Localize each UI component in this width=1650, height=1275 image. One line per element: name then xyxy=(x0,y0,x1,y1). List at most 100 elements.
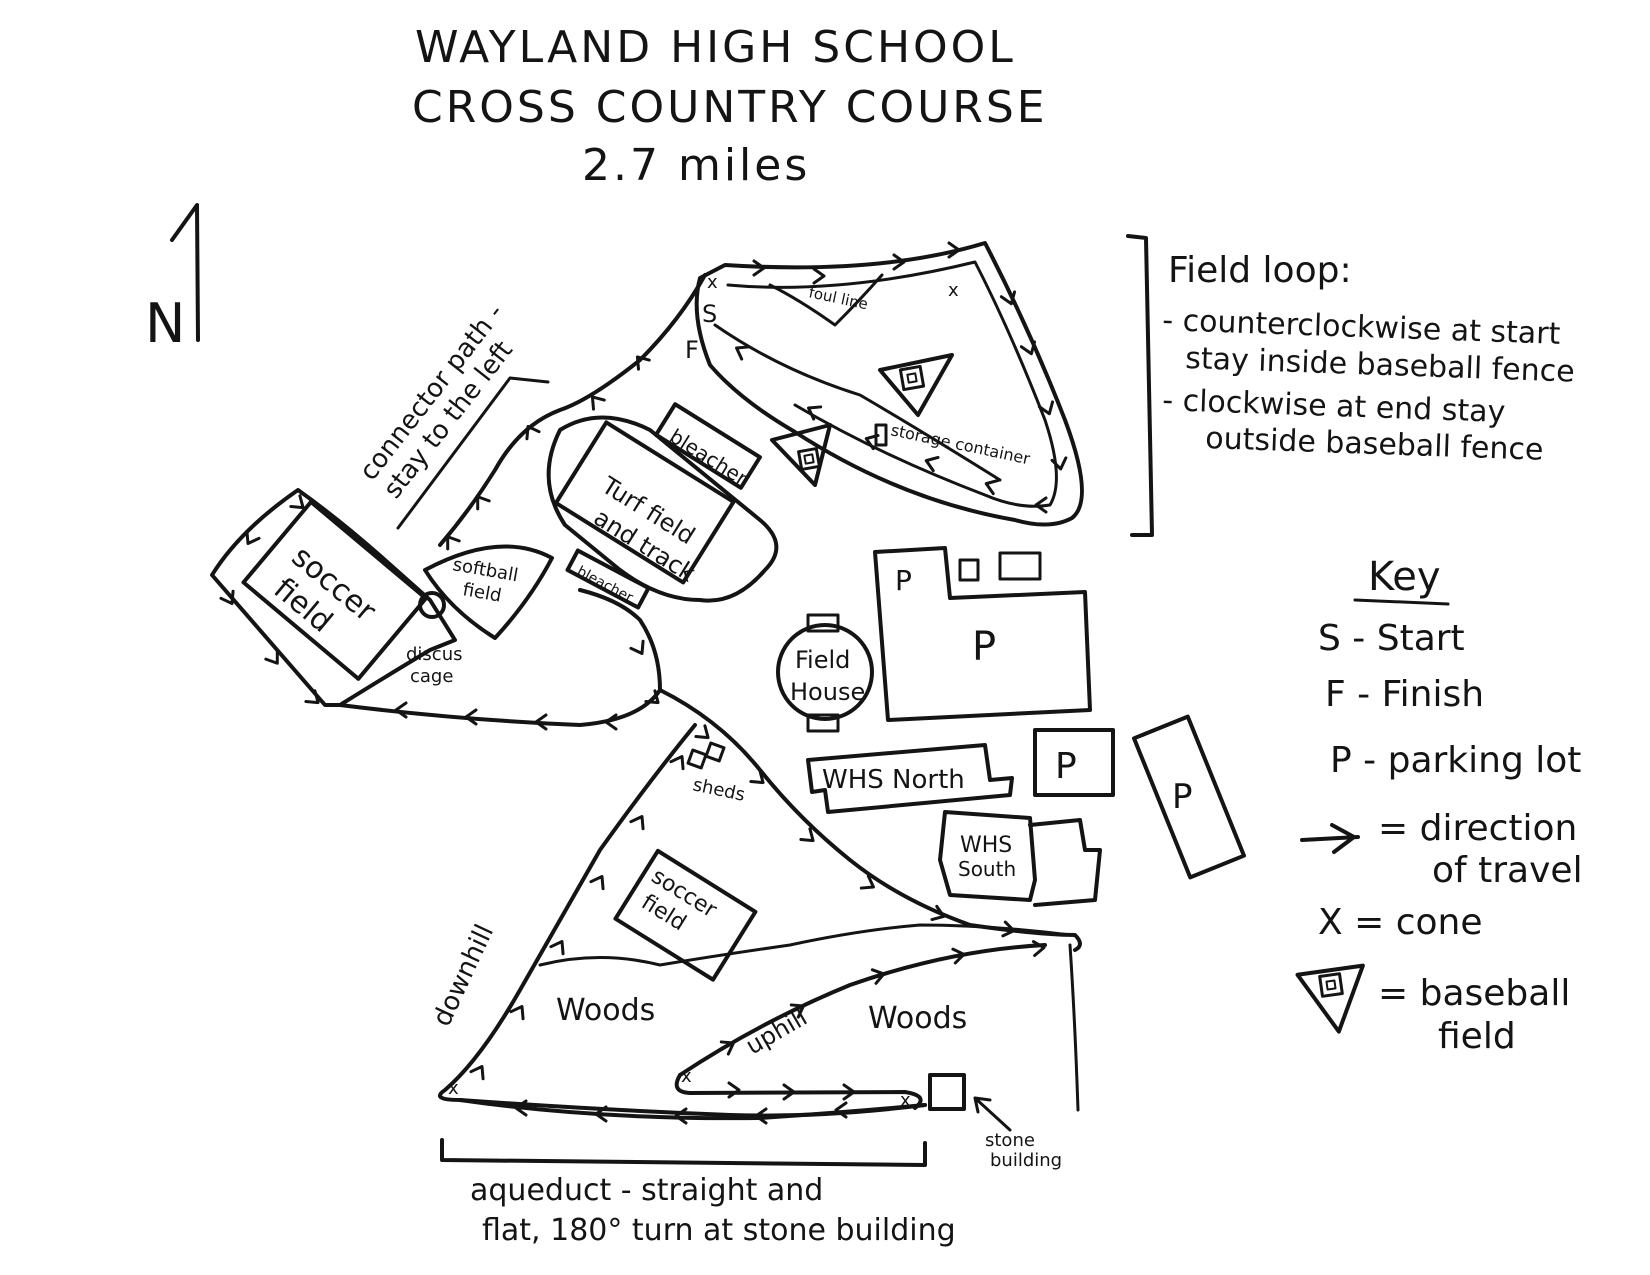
finish-marker: F xyxy=(685,336,699,364)
direction-chevron xyxy=(464,708,478,726)
discus-label-1: discus xyxy=(406,644,463,665)
direction-chevron xyxy=(629,815,645,831)
north-arrow: N xyxy=(145,203,200,355)
direction-chevron xyxy=(629,639,645,655)
direction-chevron xyxy=(1001,920,1016,938)
whs-south: WHS South xyxy=(938,810,1102,907)
key-arrow-icon xyxy=(1300,823,1360,854)
cone-marker: x xyxy=(948,280,959,301)
direction-chevron xyxy=(534,713,548,731)
direction-chevron xyxy=(842,1083,856,1101)
direction-chevron xyxy=(1050,456,1068,471)
connector-path xyxy=(438,273,707,547)
direction-chevron xyxy=(782,1083,796,1101)
direction-chevron xyxy=(525,425,541,441)
parking-label: P xyxy=(1172,777,1193,817)
woods-area: Woods Woods downhill uphill xyxy=(427,920,1080,1112)
direction-chevron xyxy=(749,769,765,785)
direction-chevron xyxy=(289,494,305,510)
direction-chevron xyxy=(264,649,279,665)
key-direction-line-2: of travel xyxy=(1432,850,1583,891)
woods-label-west: Woods xyxy=(556,993,655,1028)
key-baseball-line-2: field xyxy=(1438,1016,1516,1057)
whs-south-label-2: South xyxy=(958,857,1016,881)
cone-marker: x xyxy=(448,1078,459,1099)
direction-chevron xyxy=(590,395,606,411)
direction-chevron xyxy=(719,1040,735,1056)
direction-chevron xyxy=(694,724,710,740)
field-house: Field House xyxy=(776,613,874,733)
direction-chevron xyxy=(674,1107,688,1125)
cone-marker: x xyxy=(681,1066,692,1087)
whs-north-label: WHS North xyxy=(822,765,965,795)
direction-chevron xyxy=(469,1065,485,1081)
aqueduct-note: aqueduct - straight and flat, 180° turn … xyxy=(440,1138,956,1248)
direction-chevron xyxy=(754,1107,768,1125)
parking-lot-main: P P xyxy=(873,546,1092,722)
direction-chevron xyxy=(476,495,491,511)
direction-chevron xyxy=(446,535,461,551)
direction-chevron xyxy=(509,1005,525,1021)
aqueduct-label-2: flat, 180° turn at stone building xyxy=(482,1213,956,1248)
direction-chevron xyxy=(549,940,565,956)
direction-chevron xyxy=(304,689,320,705)
key-finish: F - Finish xyxy=(1325,674,1484,715)
direction-chevron xyxy=(999,290,1017,306)
key-start: S - Start xyxy=(1318,618,1465,659)
map-key: Key S - Start F - Finish P - parking lot… xyxy=(1295,554,1583,1057)
direction-chevron xyxy=(219,589,235,605)
direction-chevron xyxy=(589,875,605,891)
start-finish-markers: S F x x xyxy=(685,272,959,364)
direction-chevron xyxy=(870,968,886,985)
baseball-diamond-2 xyxy=(770,423,832,487)
softball-label-2: field xyxy=(461,579,503,606)
baseball-field-loop: foul line storage container xyxy=(694,241,1084,527)
direction-chevron xyxy=(859,874,875,890)
connector-path-note: connector path - stay to the left xyxy=(354,298,550,530)
key-heading: Key xyxy=(1368,554,1441,600)
direction-chevron xyxy=(984,478,1000,496)
cone-marker: x xyxy=(707,272,718,293)
stone-building-label-2: building xyxy=(990,1150,1062,1171)
direction-chevron xyxy=(799,827,815,843)
direction-chevron xyxy=(892,253,906,271)
direction-chevron xyxy=(245,529,261,545)
direction-chevron xyxy=(752,259,766,277)
direction-arrows xyxy=(219,241,1068,1125)
stone-building-label-1: stone xyxy=(985,1130,1035,1151)
parking-label: P xyxy=(895,564,912,597)
discus-cage: discus cage xyxy=(406,591,463,687)
sheds-label: sheds xyxy=(691,774,747,805)
key-direction-line-1: = direction xyxy=(1378,808,1577,849)
storage-container: storage container xyxy=(874,420,1032,468)
sheds: sheds xyxy=(686,741,747,806)
aqueduct-label-1: aqueduct - straight and xyxy=(470,1173,823,1208)
key-parking: P - parking lot xyxy=(1330,740,1581,781)
direction-chevron xyxy=(594,1105,608,1123)
north-label: N xyxy=(145,292,185,355)
title-line-2: CROSS COUNTRY COURSE xyxy=(412,82,1048,133)
course-distance: 2.7 miles xyxy=(582,140,810,191)
whs-north: WHS North xyxy=(806,743,1014,814)
woods-label-east: Woods xyxy=(868,1001,967,1036)
direction-chevron xyxy=(1034,496,1048,514)
key-cone: X = cone xyxy=(1318,902,1483,943)
direction-chevron xyxy=(669,755,685,771)
field-loop-notes: Field loop: - counterclockwise at start … xyxy=(1126,234,1575,537)
foul-line-label: foul line xyxy=(807,283,869,313)
direction-chevron xyxy=(924,455,940,473)
start-marker: S xyxy=(702,300,717,328)
cone-marker: x xyxy=(900,1090,911,1111)
key-baseball-icon xyxy=(1295,963,1365,1034)
direction-chevron xyxy=(951,947,966,965)
softball-label-1: softball xyxy=(451,554,520,586)
direction-chevron xyxy=(1037,400,1055,416)
field-house-label-1: Field xyxy=(795,646,850,674)
direction-chevron xyxy=(604,713,618,731)
main-route xyxy=(338,588,1082,1118)
field-loop-heading: Field loop: xyxy=(1168,250,1352,291)
field-house-label-2: House xyxy=(790,678,865,706)
direction-chevron xyxy=(789,1003,805,1019)
